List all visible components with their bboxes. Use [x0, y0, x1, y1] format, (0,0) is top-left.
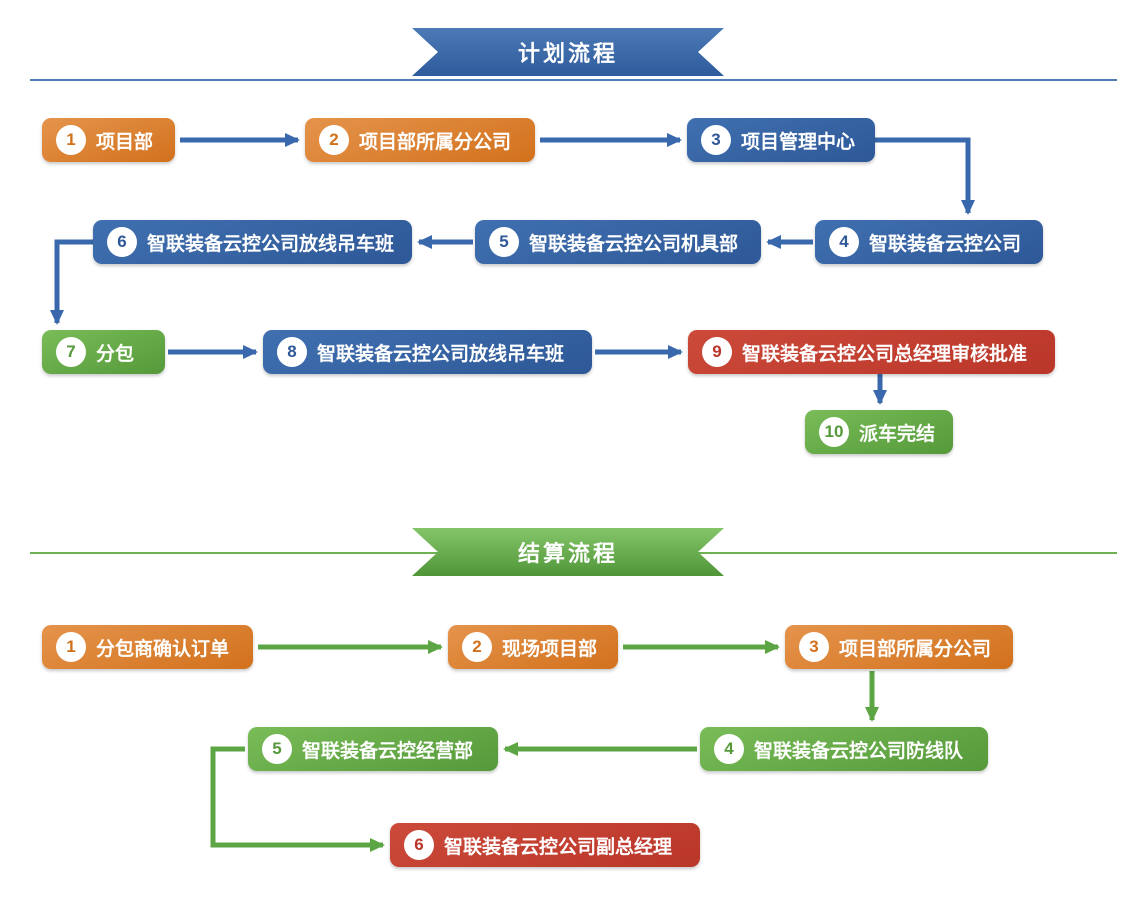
flow-node-label: 智联装备云控公司机具部	[529, 233, 739, 255]
flow-node-label: 派车完结	[859, 423, 936, 445]
banner-settlement: 结算流程	[412, 528, 724, 576]
flow-node-settle-6: 6 智联装备云控公司副总经理	[390, 823, 700, 867]
flow-node-label: 智联装备云控公司放线吊车班	[147, 233, 395, 255]
flow-node-plan-10: 10 派车完结	[805, 410, 953, 454]
flow-node-settle-5: 5 智联装备云控经营部	[248, 727, 498, 771]
step-number-badge: 9	[702, 337, 732, 367]
step-number-badge: 4	[829, 227, 859, 257]
flow-node-plan-9: 9 智联装备云控公司总经理审核批准	[688, 330, 1055, 374]
flow-node-label: 智联装备云控公司总经理审核批准	[742, 343, 1028, 365]
flow-node-settle-2: 2 现场项目部	[448, 625, 618, 669]
flow-node-plan-7: 7 分包	[42, 330, 165, 374]
plan-divider-line	[30, 79, 1117, 81]
banner-plan-title: 计划流程	[517, 41, 618, 66]
flow-node-label: 项目部所属分公司	[359, 131, 512, 153]
flow-node-label: 智联装备云控公司防线队	[754, 740, 964, 762]
flow-node-plan-3: 3 项目管理中心	[687, 118, 875, 162]
flow-node-settle-1: 1 分包商确认订单	[42, 625, 253, 669]
flow-node-plan-6: 6 智联装备云控公司放线吊车班	[93, 220, 412, 264]
flow-node-label: 项目部所属分公司	[839, 638, 992, 660]
flow-node-label: 项目部	[96, 131, 154, 153]
flow-node-label: 智联装备云控公司放线吊车班	[317, 343, 565, 365]
step-number-badge: 2	[462, 632, 492, 662]
step-number-badge: 3	[701, 125, 731, 155]
banner-settlement-title: 结算流程	[517, 541, 618, 566]
step-number-badge: 4	[714, 734, 744, 764]
connector-settle-5-6	[210, 746, 385, 852]
step-number-badge: 2	[319, 125, 349, 155]
flow-node-settle-3: 3 项目部所属分公司	[785, 625, 1013, 669]
step-number-badge: 10	[819, 417, 849, 447]
step-number-badge: 6	[404, 830, 434, 860]
flow-node-label: 项目管理中心	[741, 131, 856, 153]
step-number-badge: 3	[799, 632, 829, 662]
flow-node-label: 分包	[96, 343, 135, 365]
flow-node-label: 分包商确认订单	[96, 638, 230, 660]
flow-node-plan-2: 2 项目部所属分公司	[305, 118, 535, 162]
flow-node-plan-8: 8 智联装备云控公司放线吊车班	[263, 330, 592, 374]
step-number-badge: 1	[56, 125, 86, 155]
flow-node-label: 智联装备云控经营部	[302, 740, 474, 762]
flow-node-settle-4: 4 智联装备云控公司防线队	[700, 727, 988, 771]
step-number-badge: 7	[56, 337, 86, 367]
connector-plan-6-7	[50, 239, 93, 325]
flow-node-label: 现场项目部	[502, 638, 598, 660]
flow-node-plan-5: 5 智联装备云控公司机具部	[475, 220, 761, 264]
step-number-badge: 6	[107, 227, 137, 257]
connector-plan-3-4	[875, 137, 975, 215]
flow-node-plan-4: 4 智联装备云控公司	[815, 220, 1043, 264]
step-number-badge: 5	[262, 734, 292, 764]
step-number-badge: 5	[489, 227, 519, 257]
flow-node-label: 智联装备云控公司	[869, 233, 1022, 255]
banner-plan: 计划流程	[412, 28, 724, 76]
step-number-badge: 1	[56, 632, 86, 662]
flow-node-label: 智联装备云控公司副总经理	[444, 836, 673, 858]
step-number-badge: 8	[277, 337, 307, 367]
flow-node-plan-1: 1 项目部	[42, 118, 175, 162]
